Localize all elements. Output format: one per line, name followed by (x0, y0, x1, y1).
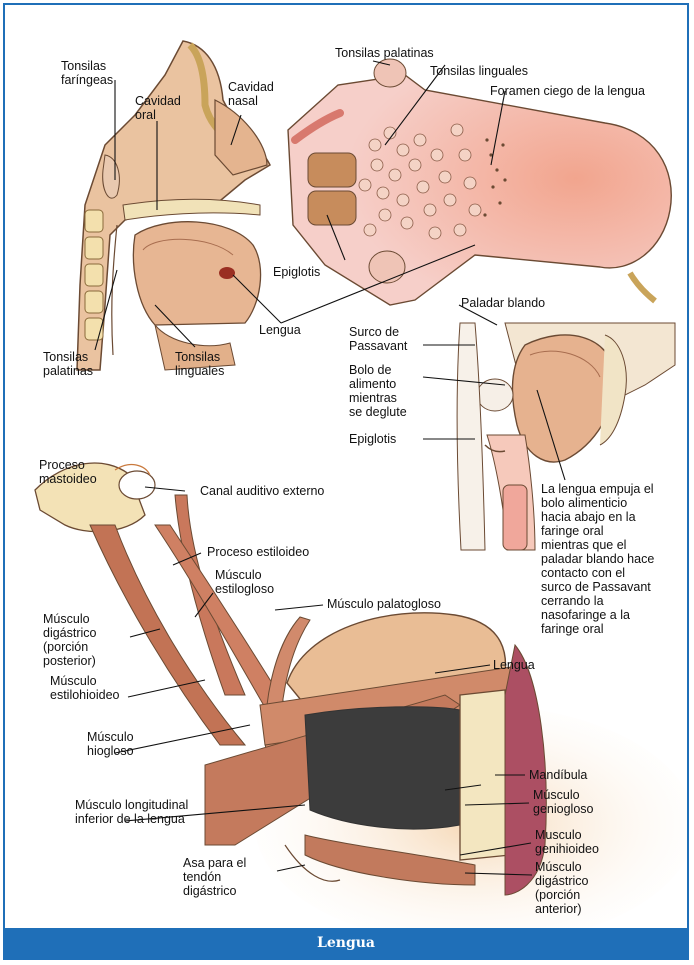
label-lengua-sagittal: Lengua (259, 323, 301, 337)
label-foramen-ciego: Foramen ciego de la lengua (490, 84, 645, 98)
label-epiglotis-dorsum: Epiglotis (273, 265, 320, 279)
label-proceso-estiloideo: Proceso estiloideo (207, 545, 309, 559)
label-tonsilas-palatinas-sagittal: Tonsilas palatinas (43, 350, 93, 378)
figure-frame: Tonsilas faríngeas Cavidad oral Cavidad … (3, 3, 689, 960)
label-musculo-palatogloso: Músculo palatogloso (327, 597, 441, 611)
label-tonsilas-palatinas-dorsum: Tonsilas palatinas (335, 46, 434, 60)
label-tonsilas-faringeas: Tonsilas faríngeas (61, 59, 113, 87)
caption-bar: Lengua (5, 928, 687, 958)
label-musculo-hiogloso: Músculo hiogloso (87, 730, 137, 758)
label-tonsilas-linguales-sagittal: Tonsilas linguales (175, 350, 224, 378)
label-paladar-blando: Paladar blando (461, 296, 545, 310)
anatomy-illustration: Tonsilas faríngeas Cavidad oral Cavidad … (5, 5, 687, 958)
label-musculo-estilohioideo: Músculo estilohioideo (50, 674, 120, 702)
label-cavidad-nasal: Cavidad nasal (228, 80, 277, 108)
label-musculo-longitudinal: Músculo longitudinal inferior de la leng… (75, 798, 192, 826)
label-proceso-mastoideo: Proceso mastoideo (39, 458, 97, 486)
label-musculo-estilogloso: Músculo estilogloso (215, 568, 274, 596)
label-surco-passavant: Surco de Passavant (349, 325, 408, 353)
label-epiglotis-swallow: Epiglotis (349, 432, 396, 446)
figure-caption: Lengua (317, 935, 375, 951)
label-tonsilas-linguales-dorsum: Tonsilas linguales (430, 64, 528, 78)
label-mandibula: Mandíbula (529, 768, 587, 782)
label-lengua-muscles: Lengua (493, 658, 535, 672)
label-canal-auditivo: Canal auditivo externo (200, 484, 324, 498)
